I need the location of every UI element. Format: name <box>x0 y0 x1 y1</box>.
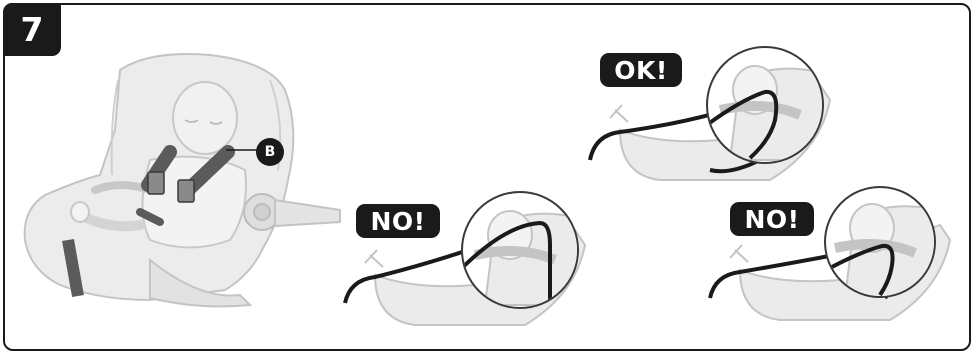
callout-letter: B <box>265 144 276 160</box>
verdict-ok-label: OK! <box>600 53 682 87</box>
step-number-tab: 7 <box>3 3 61 56</box>
step-number: 7 <box>21 13 44 46</box>
verdict-no-right-label: NO! <box>730 202 814 236</box>
verdict-no-right-text: NO! <box>744 205 799 234</box>
car-seat-illustration <box>25 54 340 306</box>
verdict-ok-text: OK! <box>614 56 668 85</box>
verdict-no-left-label: NO! <box>356 204 440 238</box>
callout-badge-b: B <box>256 138 284 166</box>
verdict-no-left-text: NO! <box>370 207 425 236</box>
